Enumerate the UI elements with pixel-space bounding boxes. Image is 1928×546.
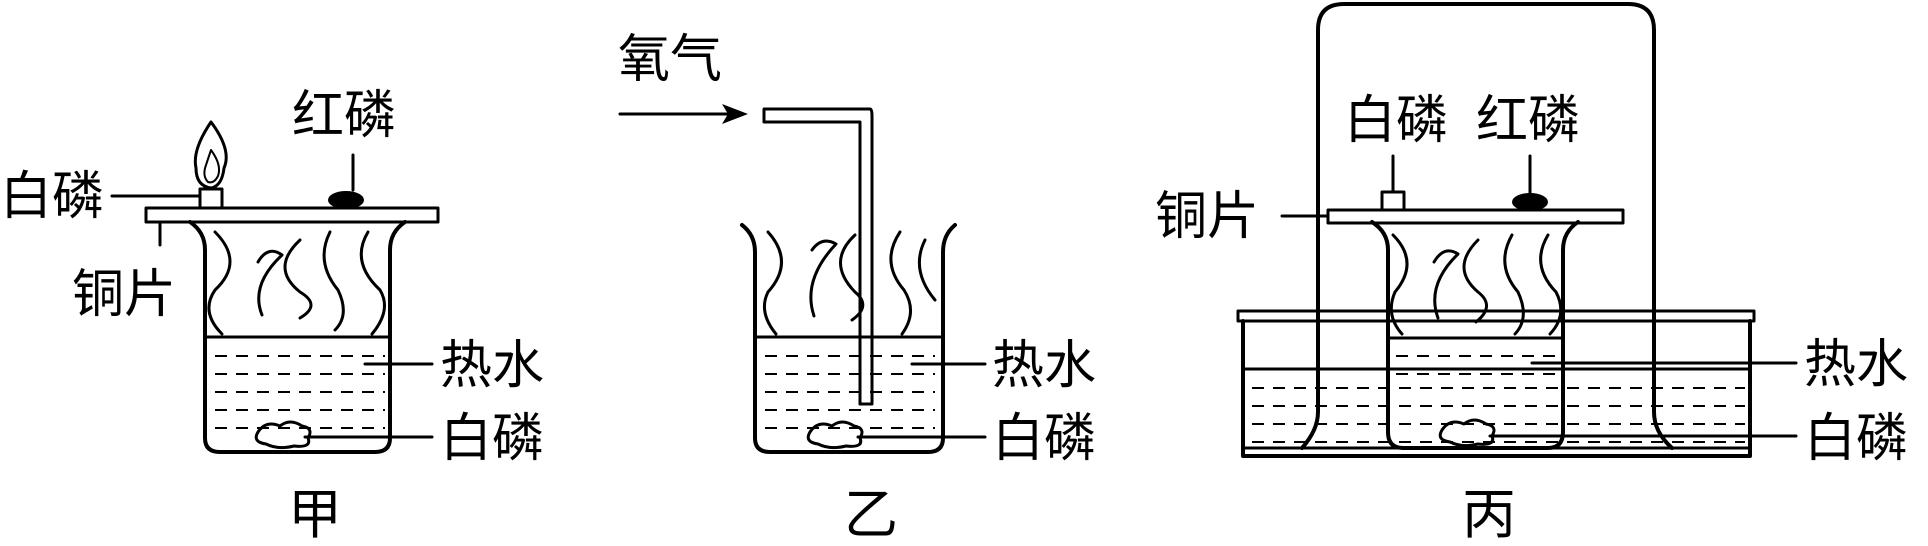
yi-oxygen-tube [762, 107, 874, 406]
apparatus-bing: 白磷 红磷 铜片 热水 白磷 丙 [1155, 2, 1908, 546]
bing-hot-water-label: 热水 [1804, 335, 1908, 395]
jia-hot-water-label: 热水 [440, 336, 544, 396]
bing-trough-rim [1236, 309, 1756, 323]
bing-trough [1241, 319, 1752, 458]
yi-beaker [740, 223, 957, 454]
yi-hot-water-label: 热水 [992, 336, 1096, 396]
bing-bell-jar [1300, 2, 1674, 450]
yi-caption: 乙 [844, 483, 898, 546]
bing-steam-lines [1389, 233, 1563, 336]
apparatus-jia: 白磷 红磷 铜片 热水 白磷 甲 [0, 86, 544, 546]
bing-white-phosphorus-cup [1380, 190, 1406, 212]
jia-white-phosphorus-lump [254, 420, 312, 450]
jia-white-phosphorus-top-label: 白磷 [0, 167, 104, 227]
jia-caption: 甲 [288, 483, 342, 546]
jia-flame-icon [193, 120, 228, 190]
jia-steam-lines [207, 230, 386, 336]
bing-caption: 丙 [1462, 483, 1516, 546]
bing-trough-water [1252, 387, 1745, 443]
bing-white-phosphorus-bottom-label: 白磷 [1804, 409, 1908, 469]
jia-water [215, 355, 385, 429]
jia-white-phosphorus-bottom-label: 白磷 [440, 409, 544, 469]
bing-red-phosphorus-label: 红磷 [1476, 91, 1580, 151]
yi-white-phosphorus-bottom-label: 白磷 [992, 409, 1096, 469]
jia-white-phosphorus-cup [198, 187, 224, 210]
bing-white-phosphorus-top-label: 白磷 [1344, 91, 1448, 151]
apparatus-yi: 氧气 热水 白磷 乙 [618, 30, 1096, 546]
yi-steam-lines [762, 230, 937, 336]
bing-beaker [1370, 220, 1580, 450]
bing-beaker-water [1396, 355, 1556, 375]
jia-copper-sheet [144, 206, 440, 224]
bing-red-phosphorus-blob [1512, 193, 1548, 211]
jia-flame-inner-icon [203, 149, 221, 184]
jia-copper-sheet-label: 铜片 [72, 265, 176, 325]
yi-oxygen-label: 氧气 [618, 30, 722, 90]
yi-water [765, 355, 935, 429]
jia-red-phosphorus-blob [328, 191, 364, 209]
bing-copper-sheet-label: 铜片 [1155, 187, 1259, 247]
yi-oxygen-arrow-head-icon [722, 104, 748, 124]
jia-beaker [188, 220, 407, 454]
yi-white-phosphorus-lump [806, 420, 864, 450]
jia-red-phosphorus-label: 红磷 [292, 86, 396, 146]
